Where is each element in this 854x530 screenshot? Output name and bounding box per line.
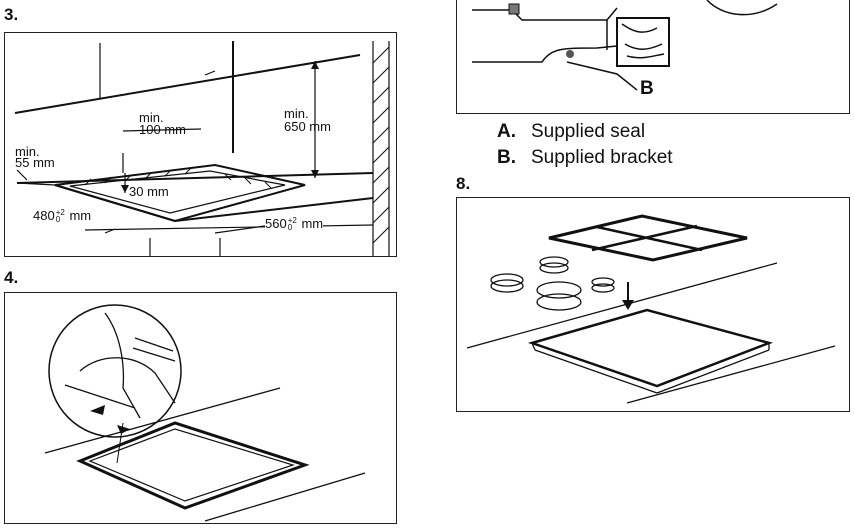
legend-item-b: B.Supplied bracket — [497, 147, 673, 168]
hob-placement-drawing — [466, 214, 836, 404]
callout-b-label: B — [640, 78, 654, 99]
seal-detail-drawing — [472, 0, 778, 91]
figure-cutout-dimensions: min. 55 mm min. 100 mm min. 650 mm 30 mm… — [4, 32, 397, 257]
legend-item-a: A.Supplied seal — [497, 121, 646, 142]
dim-min-650-label-b: 650 mm — [284, 119, 331, 134]
step-3-number: 3. — [4, 5, 19, 24]
figure-hob-placement — [456, 197, 850, 412]
dim-min-55-label-a: min. — [15, 144, 40, 159]
dim-min-100-label-a: min. — [139, 110, 164, 125]
figure-seal-detail: B — [456, 0, 850, 114]
dim-30-label: 30 mm — [129, 184, 169, 199]
cutout-drawing — [14, 41, 390, 256]
step-4-number: 4. — [4, 268, 19, 287]
figure-apply-seal — [4, 292, 397, 524]
dim-min-55-label-b: 55 mm — [15, 155, 55, 170]
apply-seal-drawing — [44, 304, 366, 522]
dim-min-100-label-b: 100 mm — [139, 122, 186, 137]
step-8-number: 8. — [456, 174, 471, 193]
dim-min-650-label-a: min. — [284, 106, 309, 121]
